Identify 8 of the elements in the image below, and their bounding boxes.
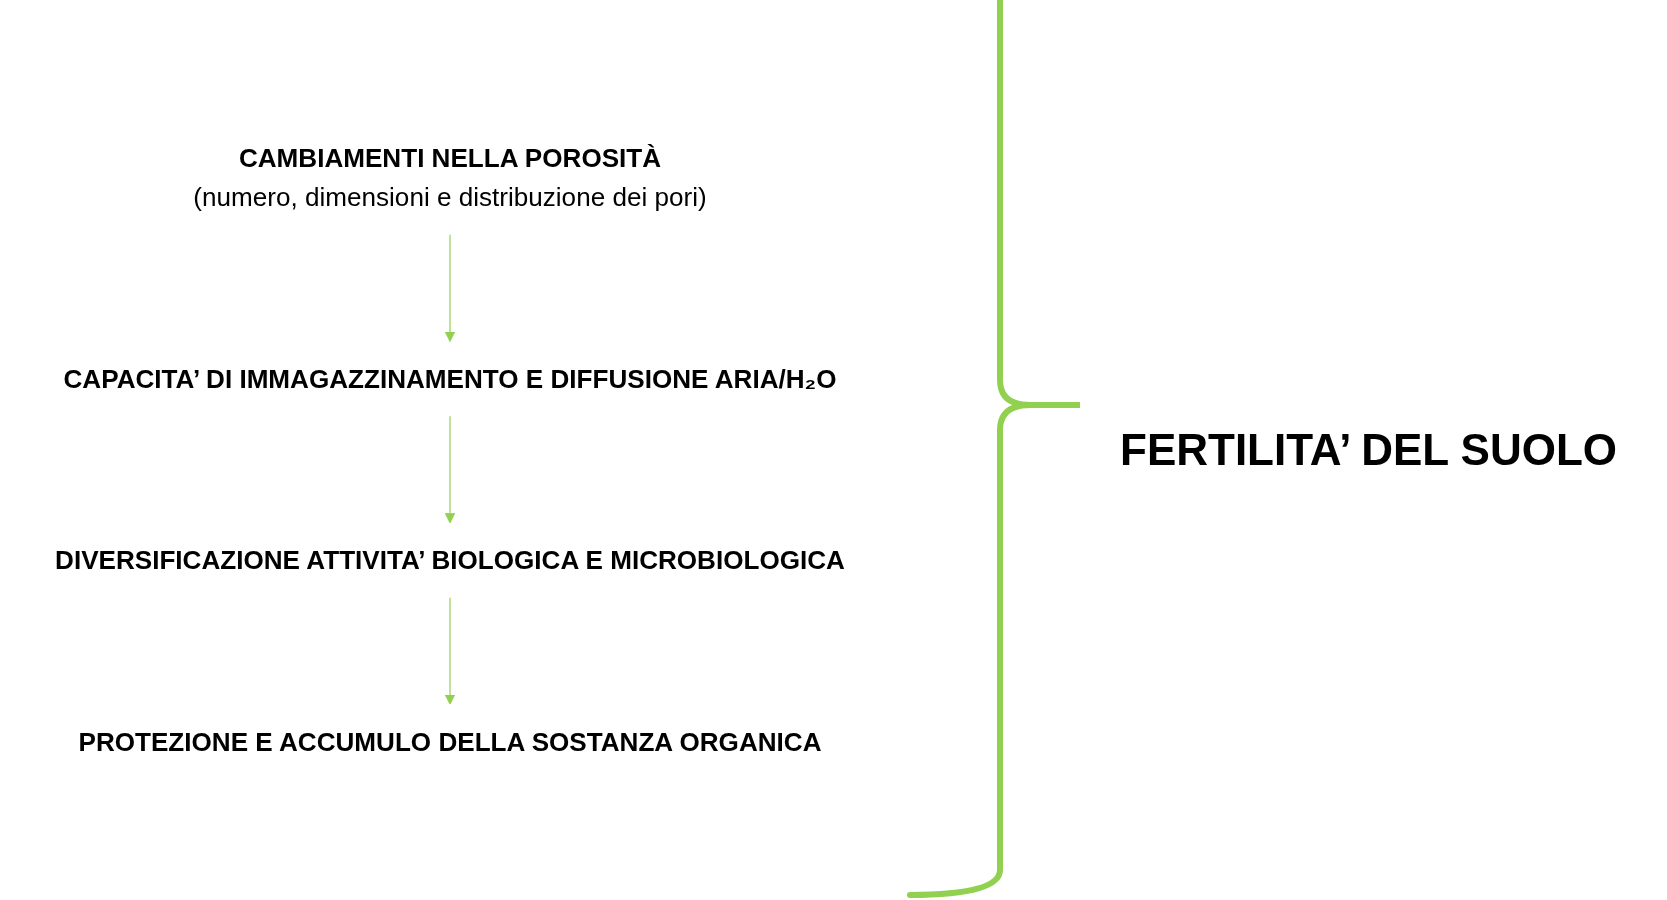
label-text: FERTILITA’ DEL SUOLO [1120, 425, 1618, 475]
node-text: PROTEZIONE E ACCUMULO DELLA SOSTANZA ORGANICA [78, 726, 822, 757]
node-text: CAPACITA’ DI IMMAGAZZINAMENTO E DIFFUSIONE ARIA/H₂O [63, 364, 837, 394]
arrow [444, 597, 456, 705]
arrow [444, 415, 456, 524]
node-text: DIVERSIFICAZIONE ATTIVITA’ BIOLOGICA E MICROBIOLOGICA [55, 545, 845, 576]
arrow [444, 234, 456, 342]
node-text: CAMBIAMENTI NELLA POROSITÀ (numero, dimensioni e distribuzione dei pori) [193, 143, 707, 213]
